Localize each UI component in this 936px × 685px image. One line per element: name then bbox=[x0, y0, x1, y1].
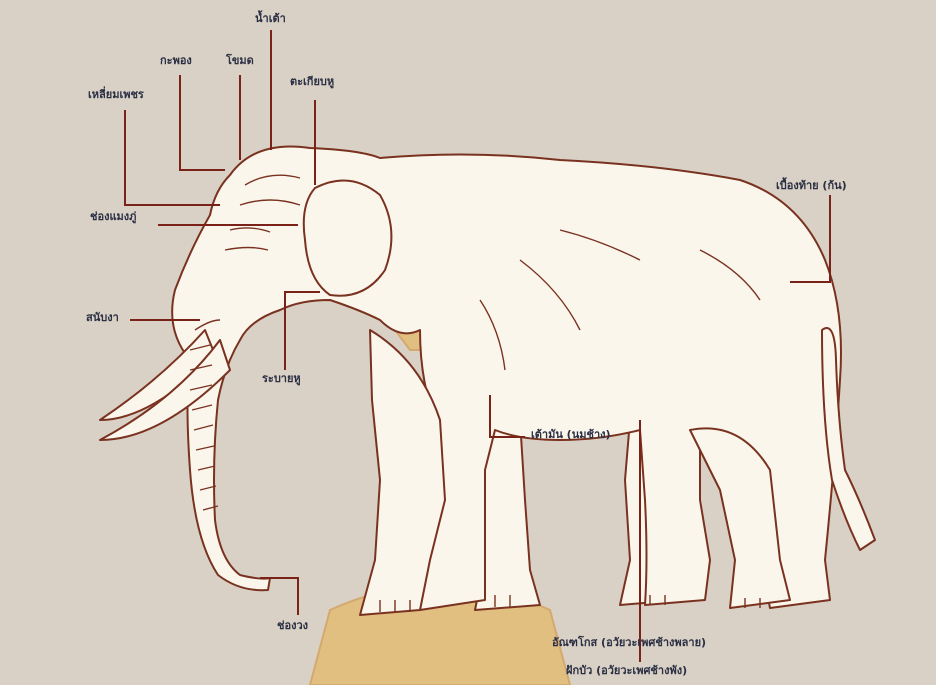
label-rabai-hu: ระบายหู bbox=[262, 372, 301, 386]
leader-liam-phet bbox=[125, 110, 220, 205]
label-ancha-kot: อัณฑโกส (อวัยวะเพศช้างพลาย) bbox=[552, 636, 706, 650]
elephant-illustration bbox=[100, 147, 875, 615]
label-nam-tao: น้ำเต้า bbox=[255, 12, 286, 26]
label-bueang-thai: เบื้องท้าย (ก้น) bbox=[776, 179, 847, 193]
label-kra-phong: กะพอง bbox=[160, 54, 192, 68]
label-kha-kiap-hu: ตะเกียบหู bbox=[290, 75, 334, 89]
ear bbox=[304, 180, 392, 295]
leader-kra-phong bbox=[180, 75, 225, 170]
label-sanap-nga: สนับงา bbox=[86, 311, 119, 325]
label-tao-man: เต้ามัน (นมช้าง) bbox=[531, 428, 611, 442]
label-chong-wong: ช่องวง bbox=[277, 619, 308, 633]
label-khom-ot: โขมด bbox=[226, 54, 254, 68]
label-fak-bua: ฝักบัว (อวัยวะเพศช้างพัง) bbox=[566, 664, 687, 678]
label-liam-phet: เหลี่ยมเพชร bbox=[88, 88, 144, 102]
label-chong-maeng-phu: ช่องแมงภู่ bbox=[90, 210, 136, 224]
